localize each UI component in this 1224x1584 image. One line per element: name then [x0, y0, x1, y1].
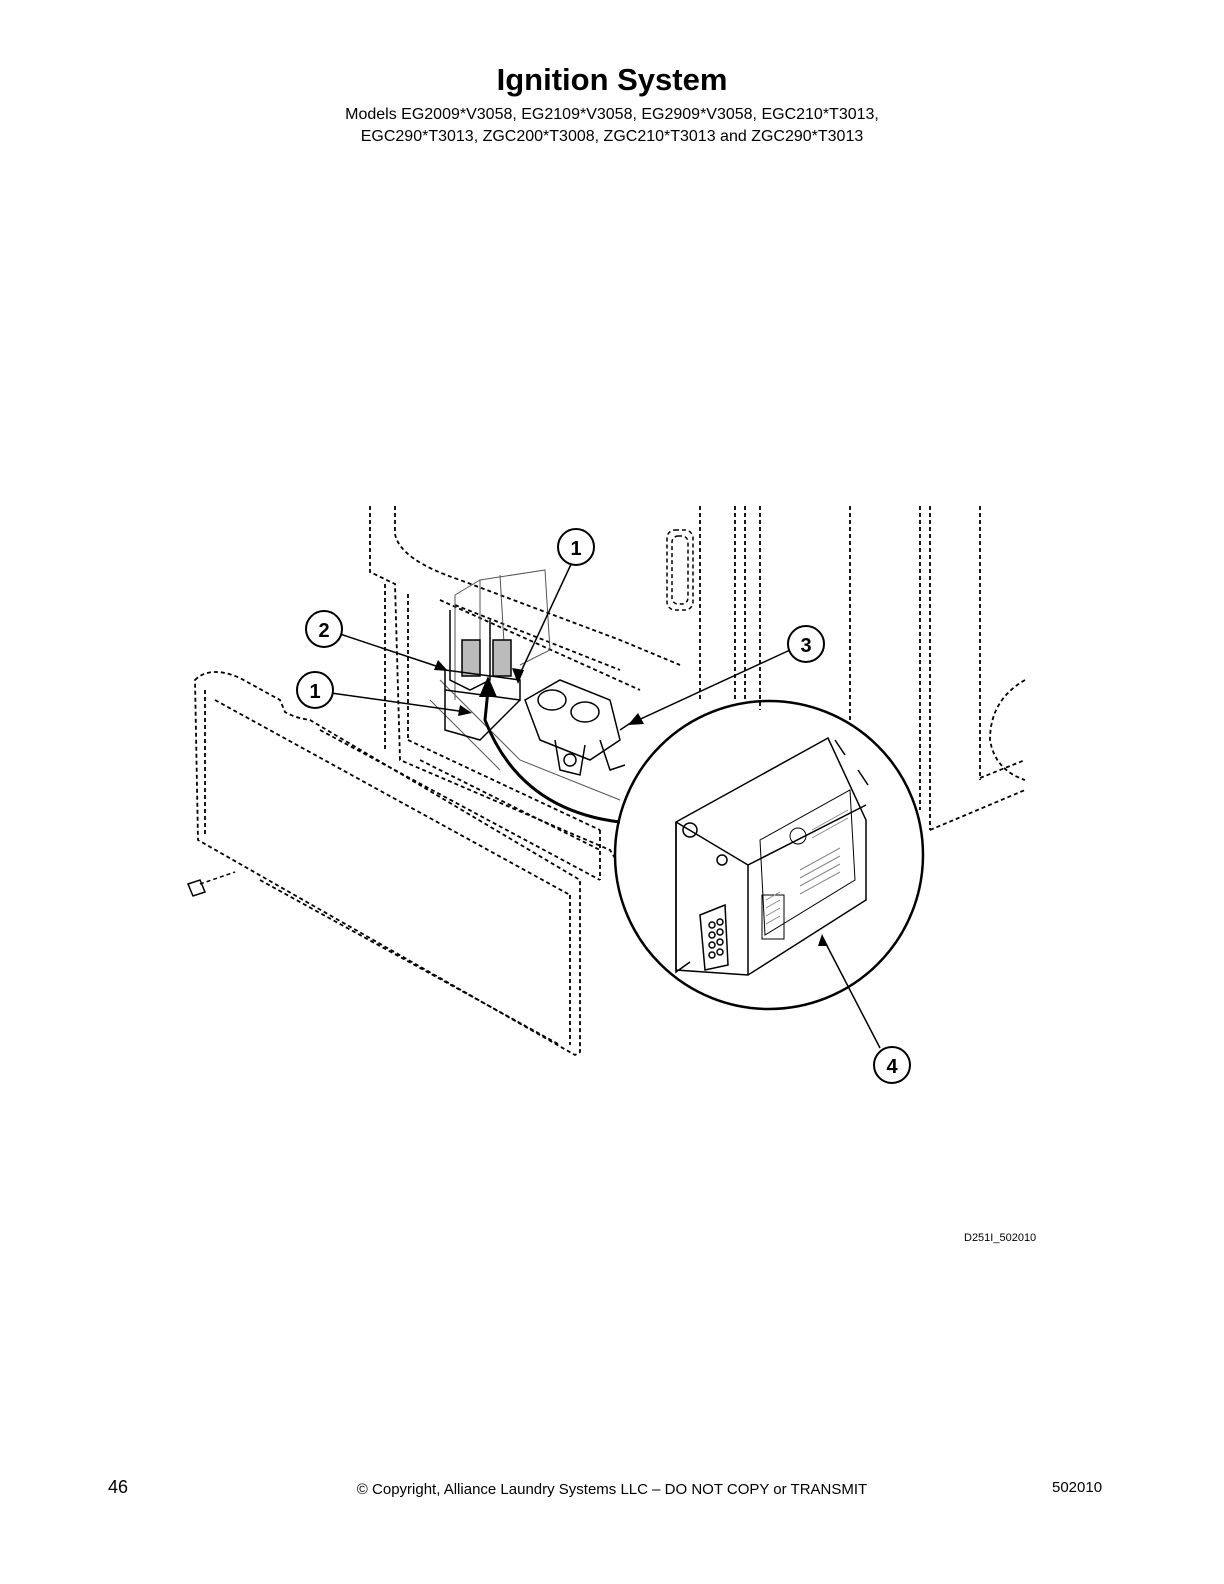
leader-arrowheads [434, 660, 828, 946]
document-code: 502010 [1052, 1479, 1103, 1496]
callout-4: 4 [873, 1046, 911, 1084]
svg-text:1: 1 [309, 681, 320, 703]
model-list: Models EG2009*V3058, EG2109*V3058, EG290… [0, 104, 1224, 148]
svg-text:2: 2 [318, 620, 329, 642]
gas-valve [524, 679, 633, 776]
front-panel [194, 671, 601, 1057]
callout-leaders [330, 559, 881, 1049]
page-title: Ignition System [496, 62, 728, 97]
igniter-bracket [444, 610, 521, 741]
detail-arrow [483, 689, 621, 824]
connector-pins [708, 918, 724, 959]
module-label [759, 789, 856, 940]
model-list-line-2: EGC290*T3013, ZGC200*T3008, ZGC210*T3013… [360, 128, 864, 145]
cabinet-slot [666, 529, 694, 611]
callout-1-top: 1 [557, 528, 595, 566]
svg-text:1: 1 [570, 538, 581, 560]
copyright-notice: © Copyright, Alliance Laundry Systems LL… [356, 1481, 868, 1498]
figure-id: D251I_502010 [964, 1232, 1037, 1244]
cabinet-outline [369, 506, 1026, 880]
callout-3: 3 [787, 625, 825, 663]
detail-view-circle [613, 699, 925, 1011]
model-list-line-1: Models EG2009*V3058, EG2109*V3058, EG290… [345, 106, 879, 123]
svg-text:4: 4 [886, 1056, 898, 1078]
svg-text:3: 3 [800, 635, 811, 657]
page-number: 46 [108, 1477, 129, 1497]
callout-1-bottom: 1 [296, 671, 334, 709]
ignition-control-module [675, 736, 869, 976]
callout-2: 2 [305, 610, 343, 648]
panel-screw [186, 871, 236, 897]
